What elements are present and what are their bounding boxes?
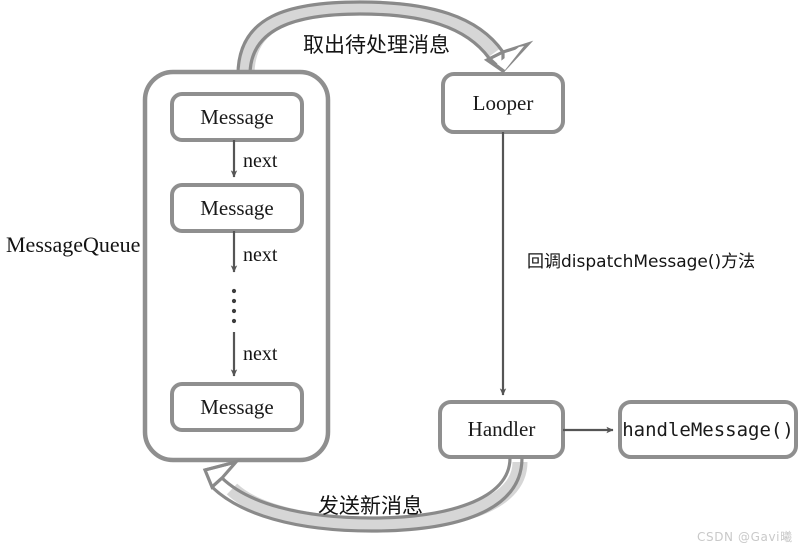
edge-send-new-message-label: 发送新消息 [318,494,423,518]
queue-ellipsis-dots [231,288,237,324]
edge-fetch-message-arrow [236,0,534,76]
edge-dispatch-message-label: 回调dispatchMessage()方法 [527,252,756,272]
edge-send-new-message-arrow [202,457,528,533]
edge-next-2-label: next [243,244,278,266]
edge-next-1-label: next [243,150,278,172]
handler-box[interactable] [438,400,565,459]
message-box-1[interactable] [170,92,304,142]
edge-next-3-label: next [243,343,278,365]
message-queue-label: MessageQueue [6,232,141,257]
handle-message-box[interactable] [618,400,798,459]
message-box-3[interactable] [170,382,304,432]
looper-box[interactable] [441,72,565,134]
edge-fetch-message-label: 取出待处理消息 [303,33,450,57]
message-box-2[interactable] [170,183,304,233]
csdn-watermark: CSDN @Gavi曦 [697,530,793,544]
